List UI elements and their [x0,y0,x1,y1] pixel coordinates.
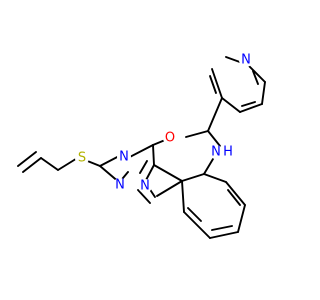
bond [225,181,246,206]
bond [183,211,211,239]
bond [203,173,227,183]
bond [261,81,266,105]
bond [153,164,183,182]
bond [252,70,259,85]
bond [239,103,263,113]
bond [22,157,42,173]
atom-label-background [239,53,253,67]
bond [207,130,221,147]
oxygen-label: O [165,131,175,146]
triazine-nitrogen-4-label: N [119,150,129,165]
molecule-structure-diagram: N O N N N S N H [17,53,266,239]
bond [207,97,223,132]
triazine-nitrogen-1-label: N [140,179,150,194]
allyl-sulfanyl-chain [17,151,80,173]
bond [187,207,202,222]
atom-label-background [113,178,127,192]
amine-hydrogen-label: H [223,145,233,160]
bond [40,157,59,171]
atom-label-background [209,145,223,159]
triazine-ring [84,144,183,204]
bond [209,75,217,94]
bond [137,189,151,204]
bond [181,180,185,213]
pyridine-ring [209,56,266,113]
bond [156,180,183,197]
bond [209,231,239,239]
bond [211,68,223,99]
atom-label-background [163,131,177,145]
atom-label-background [117,150,131,164]
pyridine-nitrogen-label: N [241,53,251,68]
bond [241,101,256,107]
bond [211,225,233,231]
bond [247,64,266,83]
atom-label-background [138,179,152,193]
triazine-nitrogen-2-label: N [115,178,125,193]
atom-labels: N O N N N S N H [75,53,253,194]
bond [203,158,214,175]
bond [185,130,209,138]
bond [181,173,205,182]
amine-nitrogen-label: N [211,145,221,160]
bond [17,151,37,167]
benzene-ring [181,173,246,239]
bond [237,204,246,233]
atom-label-background [75,151,89,165]
bond [221,97,241,113]
bond [139,160,148,174]
bond [152,144,155,166]
bond [227,189,241,206]
sulfur-label: S [78,151,86,166]
